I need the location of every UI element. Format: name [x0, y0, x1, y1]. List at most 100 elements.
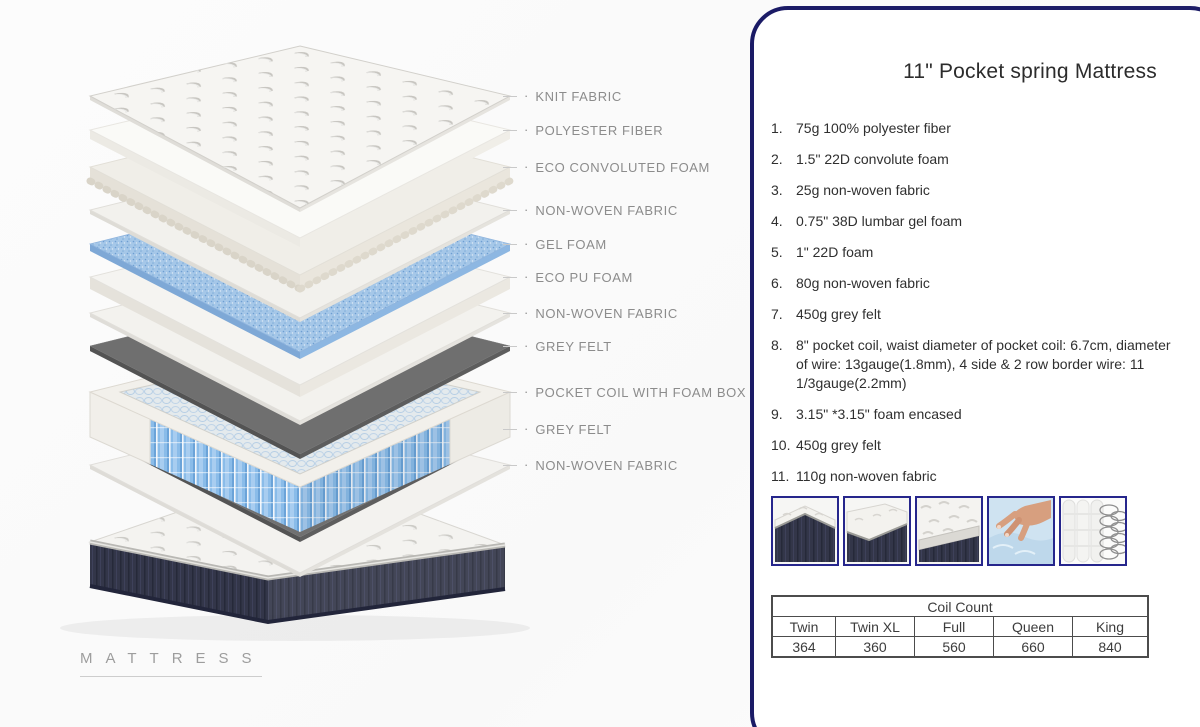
label-polyester-fiber: · POLYESTER FIBER [503, 122, 663, 138]
spec-item-text: 1" 22D foam [796, 244, 874, 260]
leader-line [503, 95, 517, 97]
spec-item-text: 75g 100% polyester fiber [796, 120, 951, 136]
page-title: 11" Pocket spring Mattress [903, 60, 1157, 83]
bullet: · [524, 421, 529, 436]
thumbnail-gallery [771, 496, 1127, 566]
leader-line [503, 312, 517, 314]
bullet: · [524, 457, 529, 472]
spec-item-number: 2. [771, 151, 783, 167]
bullet: · [524, 122, 529, 137]
gel-foam-hand-photo[interactable] [987, 496, 1055, 566]
leader-line [503, 276, 517, 278]
spec-item-number: 5. [771, 244, 783, 260]
bullet: · [524, 202, 529, 217]
spec-item-number: 11. [771, 468, 790, 484]
spec-list: 1. 75g 100% polyester fiber 2. 1.5" 22D co… [771, 119, 1175, 498]
spec-item-text: 0.75" 38D lumbar gel foam [796, 213, 963, 229]
bullet: · [524, 305, 529, 320]
bullet: · [524, 338, 529, 353]
leader-line [503, 209, 517, 211]
layer-label-text: KNIT FABRIC [535, 88, 622, 104]
mattress-corner-photo[interactable] [771, 496, 839, 566]
mattress-edge-photo[interactable] [843, 496, 911, 566]
spec-item: 1. 75g 100% polyester fiber [771, 119, 1175, 138]
bullet: · [524, 159, 529, 174]
leader-line [503, 166, 517, 168]
col-header-twin-xl: Twin XL [835, 616, 915, 637]
coil-count-king: 840 [1072, 636, 1149, 658]
label-convoluted-foam: ·ECO CONVOLUTED FOAM [503, 159, 710, 175]
bullet: · [524, 269, 529, 284]
spec-item-number: 9. [771, 406, 783, 422]
spec-item: 8. 8" pocket coil, waist diameter of pock… [771, 336, 1175, 393]
label-eco-pu-foam: · ECO PU FOAM [503, 269, 633, 285]
coil-count-full: 560 [914, 636, 994, 658]
mattress-wordmark: MATTRESS [80, 650, 262, 677]
label-pocket-coil: ·POCKET COIL WITH FOAM BOX [503, 384, 746, 400]
label-non-woven-3: · NON-WOVEN FABRIC [503, 457, 678, 473]
pocket-springs-photo[interactable] [1059, 496, 1127, 566]
spec-item: 6. 80g non-woven fabric [771, 274, 1175, 293]
spec-item-text: 1.5" 22D convolute foam [796, 151, 949, 167]
spec-item-text: 110g non-woven fabric [796, 468, 937, 484]
layer-label-text: GREY FELT [535, 421, 612, 437]
spec-item-text: 450g grey felt [796, 437, 881, 453]
layer-label-text: NON-WOVEN FABRIC [535, 305, 678, 321]
spec-item-text: 25g non-woven fabric [796, 182, 930, 198]
leader-line [503, 428, 517, 430]
spec-item-text: 8" pocket coil, waist diameter of pocket… [796, 337, 1171, 391]
leader-line [503, 345, 517, 347]
col-header-king: King [1072, 616, 1149, 637]
table-header-row: Twin Twin XL Full Queen King [771, 616, 1149, 637]
layer-label-text: GREY FELT [535, 338, 612, 354]
mattress-top-corner-photo[interactable] [915, 496, 983, 566]
spec-item-number: 1. [771, 120, 783, 136]
table-title-row: Coil Count [771, 595, 1149, 617]
layer-label-text: ECO PU FOAM [535, 269, 633, 285]
spec-item-number: 4. [771, 213, 783, 229]
layer-label-text: POLYESTER FIBER [535, 122, 664, 138]
spec-item-number: 3. [771, 182, 783, 198]
spec-item: 2. 1.5" 22D convolute foam [771, 150, 1175, 169]
spec-item: 9. 3.15" *3.15" foam encased [771, 405, 1175, 424]
label-grey-felt-1: · GREY FELT [503, 338, 612, 354]
spec-item-number: 10. [771, 437, 791, 453]
bullet: · [524, 88, 529, 103]
leader-line [503, 464, 517, 466]
bullet: · [524, 384, 529, 399]
label-non-woven-1: · NON-WOVEN FABRIC [503, 202, 678, 218]
col-header-twin: Twin [771, 616, 836, 637]
spec-item-text: 3.15" *3.15" foam encased [796, 406, 962, 422]
spec-item: 3. 25g non-woven fabric [771, 181, 1175, 200]
layer-label-text: NON-WOVEN FABRIC [535, 202, 678, 218]
label-grey-felt-2: · GREY FELT [503, 421, 612, 437]
mattress-exploded-diagram [60, 45, 530, 641]
bullet: · [524, 236, 529, 251]
label-non-woven-2: · NON-WOVEN FABRIC [503, 305, 678, 321]
table-value-row: 364 360 560 660 840 [771, 636, 1149, 658]
col-header-full: Full [914, 616, 994, 637]
layer-knit-fabric [88, 45, 512, 212]
spec-item-number: 6. [771, 275, 783, 291]
spec-item: 4. 0.75" 38D lumbar gel foam [771, 212, 1175, 231]
coil-count-twin-xl: 360 [835, 636, 915, 658]
label-gel-foam: ·GEL FOAM [503, 236, 607, 252]
spec-item: 10. 450g grey felt [771, 436, 1175, 455]
coil-count-queen: 660 [993, 636, 1073, 658]
table-title: Coil Count [771, 595, 1149, 617]
spec-item-number: 8. [771, 337, 783, 353]
spec-item: 11. 110g non-woven fabric [771, 467, 1175, 486]
coil-count-twin: 364 [771, 636, 836, 658]
label-knit-fabric: · KNIT FABRIC [503, 88, 622, 104]
spec-item: 7.450g grey felt [771, 305, 1175, 324]
spec-item-text: 80g non-woven fabric [796, 275, 930, 291]
col-header-queen: Queen [993, 616, 1073, 637]
spec-item-text: 450g grey felt [796, 306, 881, 322]
coil-count-table: Coil Count Twin Twin XL Full Queen King … [771, 595, 1149, 658]
leader-line [503, 243, 517, 245]
leader-line [503, 391, 517, 393]
leader-line [503, 129, 517, 131]
layer-label-text: NON-WOVEN FABRIC [535, 457, 678, 473]
spec-item: 5. 1" 22D foam [771, 243, 1175, 262]
